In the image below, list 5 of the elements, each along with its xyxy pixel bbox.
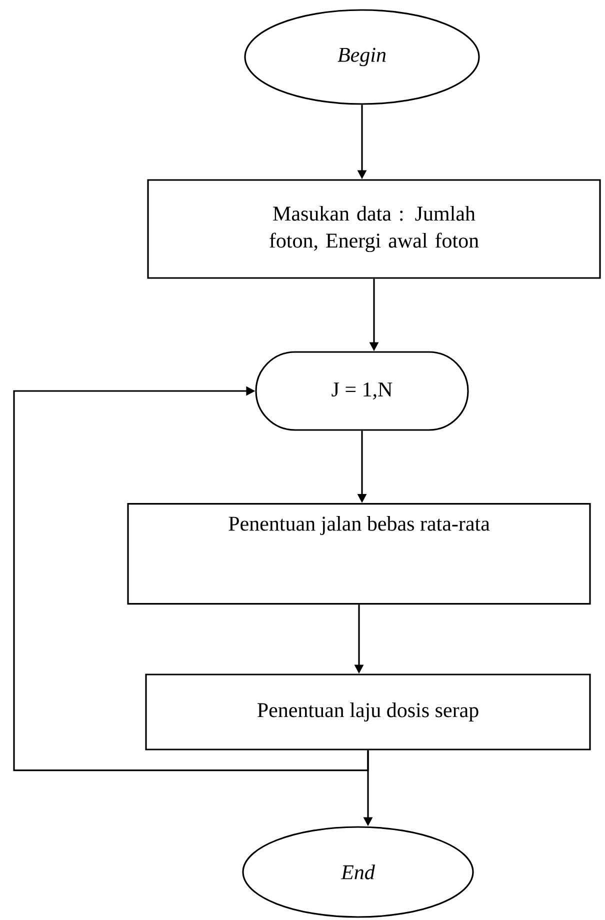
process-box: Penentuan jalan bebas rata-rata <box>127 503 591 605</box>
loop-terminator: J = 1,N <box>255 351 469 431</box>
loop-arrow <box>13 386 369 772</box>
process-box: Penentuan laju dosis serap <box>145 674 591 750</box>
process-box: Masukan data : Jumlah foton, Energi awal foton <box>147 179 601 279</box>
